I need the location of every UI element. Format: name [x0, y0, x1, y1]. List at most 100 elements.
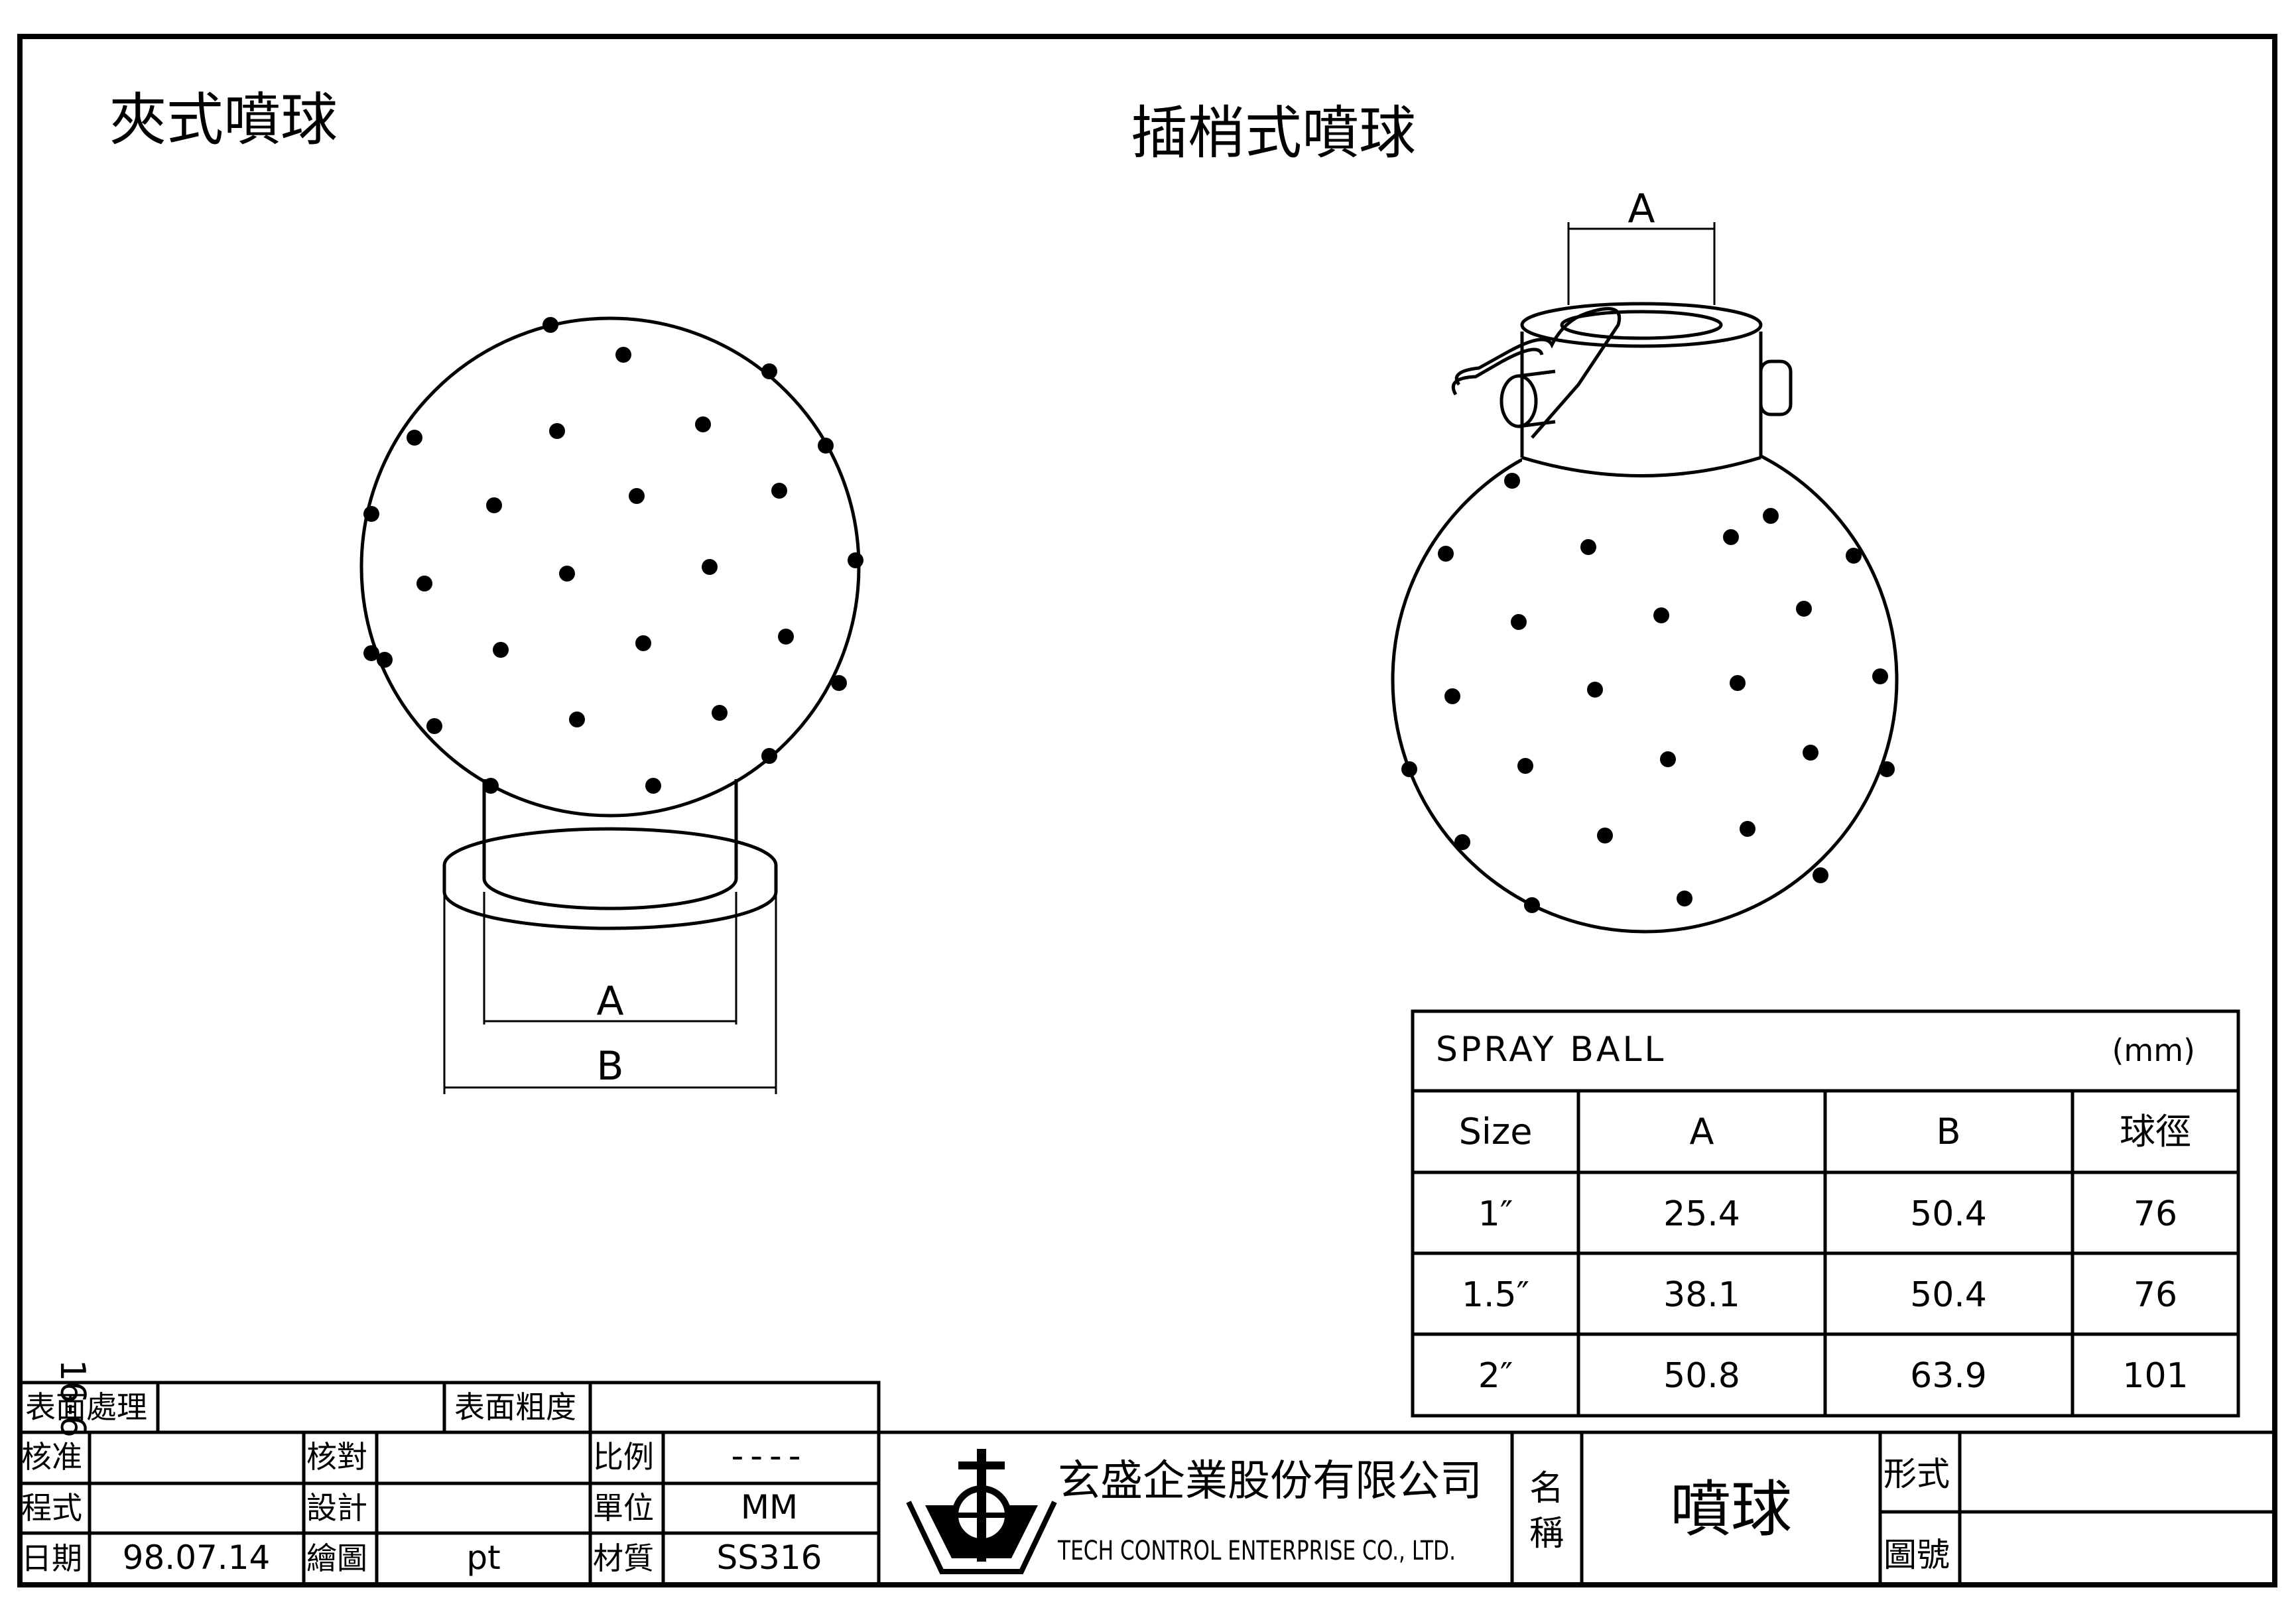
table-cell: 50.4 — [1910, 1194, 1987, 1234]
approve-label: 核准 — [21, 1439, 82, 1475]
spray-hole — [1587, 682, 1603, 698]
spray-hole — [377, 652, 393, 668]
side-note: 16-6 — [52, 1359, 92, 1438]
spray-hole — [407, 430, 422, 446]
pin-r-clip-inner — [1451, 347, 1544, 396]
pin-collar-bottom — [1521, 456, 1761, 477]
clamp-ball-title: 夾式噴球 — [109, 87, 338, 153]
sheet-border — [17, 34, 2277, 1587]
clamp-flange-bottom — [442, 891, 778, 930]
drawing-number-label: 圖號 — [1883, 1536, 1950, 1574]
company-name-english: TECH CONTROL ENTERPRISE CO., LTD. — [1057, 1536, 1456, 1566]
drawn-label: 繪圖 — [306, 1540, 367, 1576]
clamp-flange-top — [442, 827, 778, 866]
drawn-value: pt — [466, 1538, 500, 1577]
table-cell: 76 — [2134, 1275, 2177, 1315]
spray-hole — [1879, 761, 1895, 777]
spray-hole — [483, 778, 499, 794]
spray-hole — [695, 416, 711, 432]
pin-collar-bore — [1560, 310, 1723, 340]
spray-ball-table: SPRAY BALL (mm) Size A B 球徑 1″ 25.4 50.4 76 1.5″… — [1411, 1009, 2240, 1418]
spray-hole — [486, 497, 502, 513]
material-value: SS316 — [717, 1538, 822, 1577]
table-unit: (mm) — [2112, 1032, 2195, 1068]
spray-hole — [1846, 548, 1862, 564]
spray-hole — [1597, 828, 1613, 843]
title-block-right-frame — [877, 1430, 2277, 1587]
spray-hole — [1517, 758, 1533, 774]
spray-hole — [645, 778, 661, 794]
table-title: SPRAY BALL — [1436, 1030, 1666, 1070]
clamp-ball-sphere — [359, 316, 861, 818]
table-cell: 2″ — [1478, 1356, 1513, 1396]
spray-hole — [712, 705, 728, 721]
spray-hole — [542, 317, 558, 333]
spray-hole — [1677, 891, 1692, 906]
spray-hole — [1504, 473, 1520, 489]
pin-cross-pin-top — [1518, 369, 1556, 378]
pin-side-knob — [1759, 359, 1793, 416]
table-cell: 63.9 — [1910, 1356, 1987, 1396]
surface-roughness-label: 表面粗度 — [454, 1389, 576, 1425]
scale-label: 比例 — [593, 1439, 654, 1475]
unit-label: 單位 — [593, 1490, 654, 1526]
table-header-cell: 球徑 — [2120, 1111, 2191, 1152]
pin-dim-a-label: A — [1627, 186, 1655, 232]
spray-hole — [363, 506, 379, 522]
clamp-spray-ball-drawing: A B — [359, 316, 863, 1094]
title-block: 表面處理 表面粗度 核准 核對 比例 ---- 程式 設計 單位 MM 日期 9… — [18, 1381, 2277, 1587]
table-cell: 38.1 — [1663, 1275, 1740, 1315]
spray-hole — [848, 552, 863, 568]
table-cell: 76 — [2134, 1194, 2177, 1234]
pin-cross-pin-bottom — [1518, 420, 1556, 428]
spray-hole — [635, 635, 651, 651]
table-cell: 25.4 — [1663, 1194, 1740, 1234]
spray-hole — [761, 363, 777, 379]
unit-value: MM — [741, 1488, 798, 1526]
scale-value: ---- — [731, 1436, 807, 1476]
pin-collar-top — [1520, 302, 1763, 348]
pin-r-clip — [1454, 307, 1621, 439]
table-cell: 1.5″ — [1462, 1275, 1529, 1315]
spray-hole — [1524, 897, 1540, 913]
spray-hole — [771, 483, 787, 499]
spray-hole — [1796, 601, 1812, 617]
table-header-cell: Size — [1459, 1111, 1533, 1152]
spray-hole — [615, 347, 631, 363]
spray-hole — [1454, 834, 1470, 850]
spray-hole — [416, 576, 432, 591]
table-cell: 50.4 — [1910, 1275, 1987, 1315]
spray-hole — [493, 642, 509, 658]
table-cell: 1″ — [1478, 1194, 1513, 1234]
part-name: 噴球 — [1670, 1474, 1792, 1545]
clamp-stem-bottom — [482, 878, 738, 910]
clamp-ball-spray-holes — [363, 317, 863, 794]
spray-hole — [831, 675, 847, 691]
pin-spray-ball-drawing: A — [1391, 186, 1899, 934]
spray-hole — [559, 566, 575, 582]
spray-hole — [1401, 761, 1417, 777]
spray-hole — [629, 488, 645, 504]
spray-hole — [818, 438, 834, 454]
spray-hole — [1444, 688, 1460, 704]
check-label: 核對 — [306, 1439, 367, 1475]
name-label-top: 名 — [1529, 1469, 1564, 1509]
spray-hole — [1438, 546, 1454, 562]
date-value: 98.07.14 — [123, 1538, 271, 1577]
spray-hole — [426, 718, 442, 734]
spray-hole — [778, 629, 794, 645]
table-header-cell: A — [1690, 1111, 1714, 1152]
table-header-cell: B — [1936, 1111, 1960, 1152]
spray-hole — [1763, 508, 1779, 524]
pin-ball-spray-holes — [1401, 473, 1895, 913]
name-label-bottom: 稱 — [1529, 1514, 1564, 1554]
spray-hole — [1580, 539, 1596, 555]
spray-hole — [702, 559, 718, 575]
spray-hole — [1511, 614, 1527, 630]
pin-collar-fill — [1522, 328, 1761, 477]
spray-hole — [1803, 745, 1818, 761]
table-cell: 50.8 — [1663, 1356, 1740, 1396]
clamp-dim-b-label: B — [596, 1043, 623, 1089]
spray-hole — [569, 712, 585, 727]
